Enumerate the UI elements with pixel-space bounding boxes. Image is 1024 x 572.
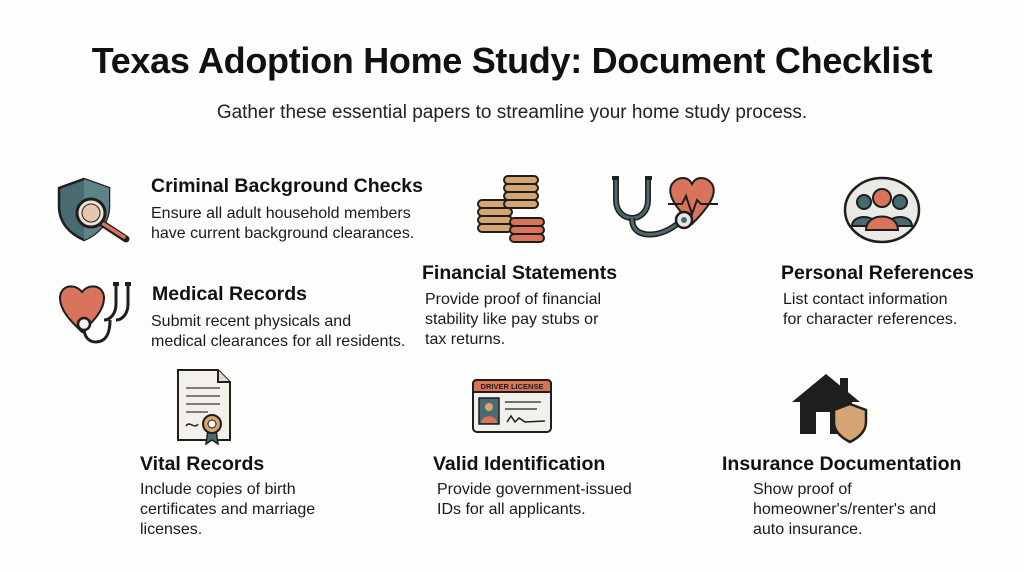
item-heading-criminal-background-checks: Criminal Background Checks — [151, 175, 423, 197]
driver-license-card-label: DRIVER LICENSE — [481, 382, 544, 391]
house-shield-icon — [790, 370, 870, 444]
item-heading-financial-statements: Financial Statements — [422, 262, 618, 284]
driver-license-icon: DRIVER LICENSE — [471, 378, 553, 434]
page-subtitle: Gather these essential papers to streaml… — [216, 102, 808, 123]
page-title: Texas Adoption Home Study: Document Chec… — [91, 40, 933, 81]
item-heading-vital-records: Vital Records — [140, 453, 265, 475]
shield-magnifier-icon — [56, 176, 132, 244]
certificate-document-icon — [174, 366, 236, 446]
item-heading-personal-references: Personal References — [781, 262, 974, 284]
stethoscope-heartbeat-icon — [608, 174, 720, 242]
coin-stacks-icon — [474, 172, 550, 244]
item-heading-insurance-documentation: Insurance Documentation — [722, 453, 962, 475]
heart-stethoscope-icon — [56, 280, 136, 346]
item-heading-valid-identification: Valid Identification — [433, 453, 606, 475]
item-heading-medical-records: Medical Records — [152, 283, 307, 305]
people-group-icon — [842, 176, 922, 244]
